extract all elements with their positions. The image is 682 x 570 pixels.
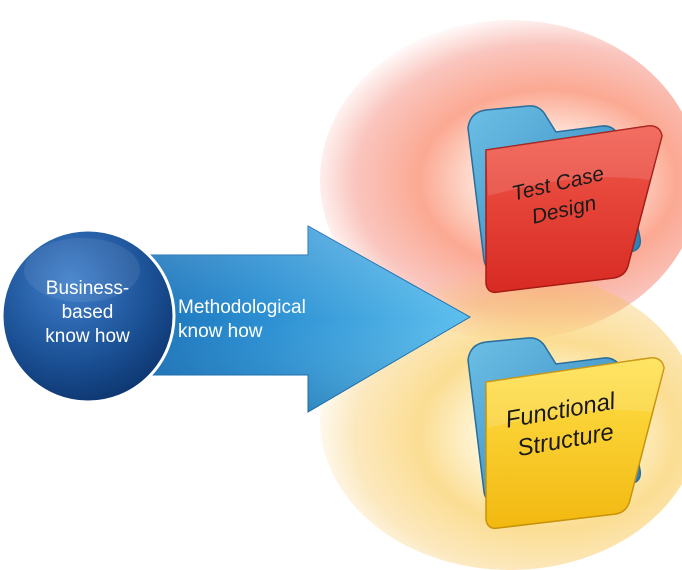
diagram-canvas — [0, 105, 665, 530]
business-knowhow-circle — [0, 228, 176, 404]
methodology-arrow — [94, 225, 472, 413]
functional-structure-folder-icon — [467, 337, 665, 530]
business-knowhow-label: Business- based know how — [45, 278, 130, 347]
test-case-design-folder-icon — [467, 105, 663, 294]
methodological-knowhow-label: Methodological know how — [178, 297, 306, 342]
